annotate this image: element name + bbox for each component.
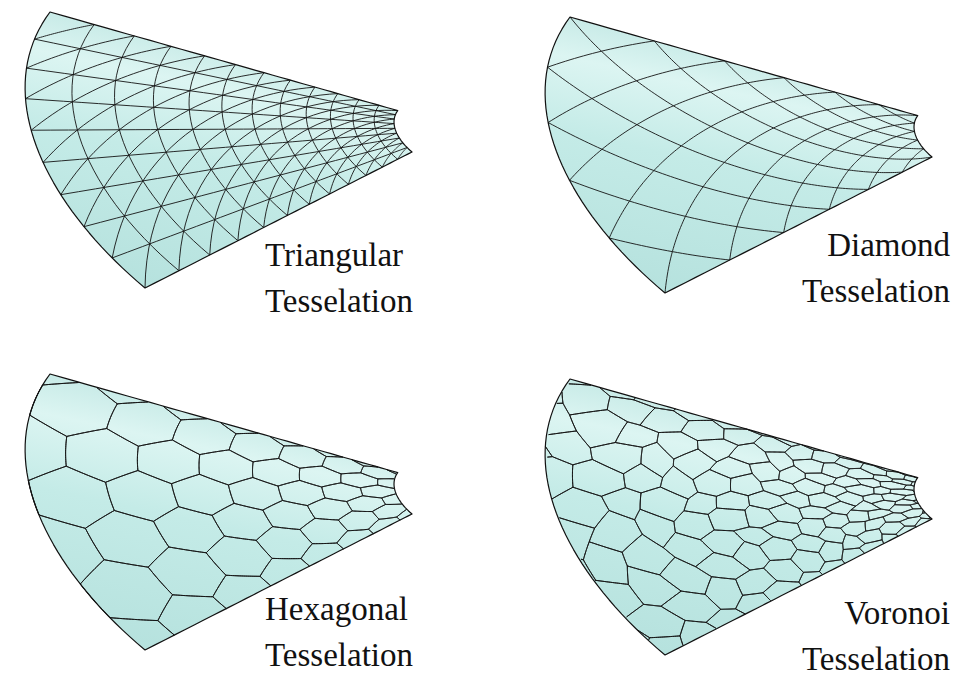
tessellation-label: Voronoi Tesselation <box>770 590 950 682</box>
tessellation-label: Triangular Tesselation <box>265 232 445 324</box>
tessellation-label: Diamond Tesselation <box>770 222 950 314</box>
tessellation-label: Hexagonal Tesselation <box>265 586 445 678</box>
